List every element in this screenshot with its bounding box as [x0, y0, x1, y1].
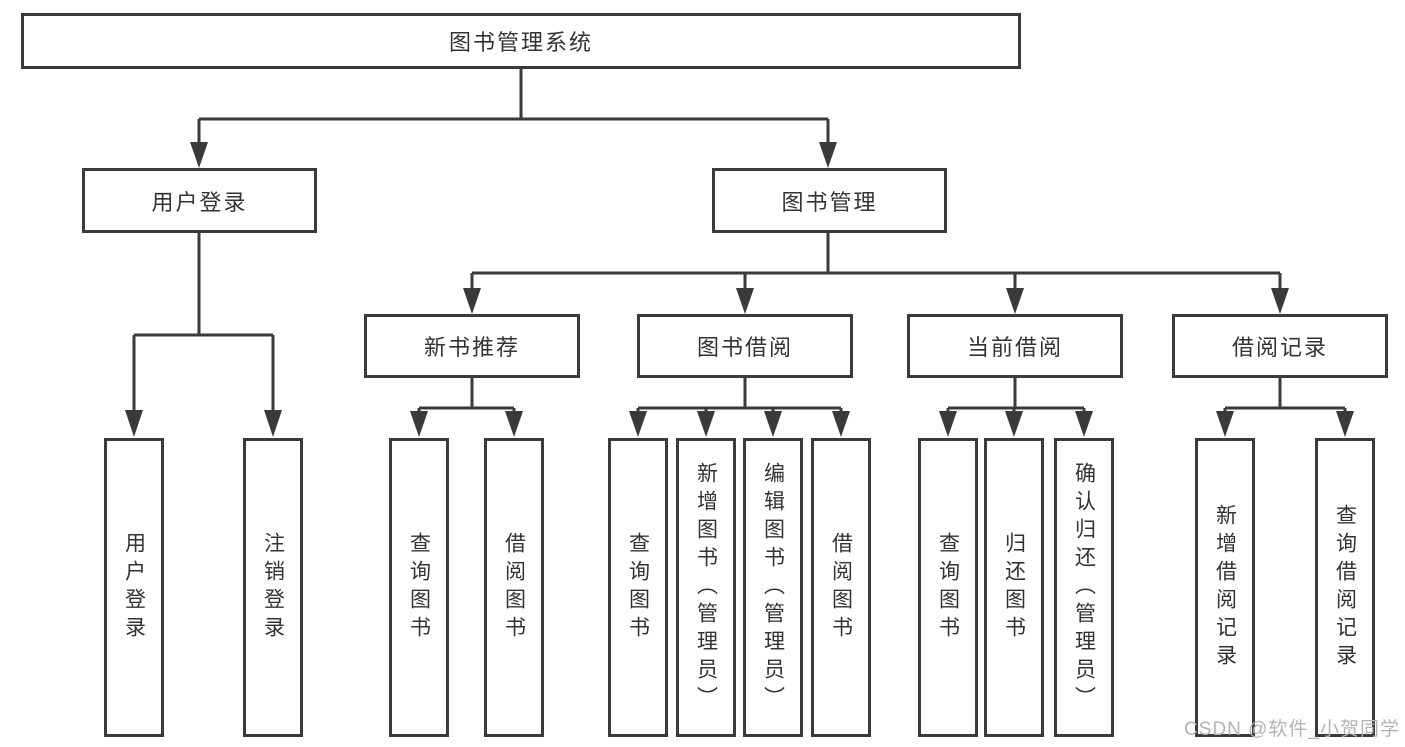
- leaf-current-confirm-return-admin: 确认归还（管理员）: [1054, 438, 1114, 737]
- csdn-watermark: CSDN @软件_小贺同学: [1184, 719, 1400, 740]
- node-book-borrow: 图书借阅: [637, 314, 853, 378]
- leaf-current-return-books: 归还图书: [984, 438, 1044, 737]
- leaf-current-query-books: 查询图书: [918, 438, 978, 737]
- connector-line: [417, 378, 516, 415]
- leaf-records-add-record: 新增借阅记录: [1195, 438, 1255, 737]
- leaf-user-login: 用户登录: [104, 438, 164, 737]
- arrowhead-down-icon: [1006, 288, 1024, 314]
- arrowhead-down-icon: [410, 411, 428, 437]
- node-borrow-records: 借阅记录: [1172, 314, 1388, 378]
- leaf-records-query-record: 查询借阅记录: [1315, 438, 1375, 737]
- connector-line: [470, 233, 1282, 292]
- arrowhead-down-icon: [764, 411, 782, 437]
- connector-line: [636, 378, 843, 415]
- leaf-borrow-edit-books-admin: 编辑图书（管理员）: [743, 438, 803, 737]
- arrowhead-down-icon: [819, 142, 837, 168]
- arrowhead-down-icon: [832, 411, 850, 437]
- connector-line: [946, 378, 1086, 415]
- connector-line: [132, 233, 275, 414]
- node-root-library-system: 图书管理系统: [21, 13, 1021, 69]
- arrowhead-down-icon: [939, 411, 957, 437]
- connector-user-login-to-children: [125, 233, 282, 437]
- arrowhead-down-icon: [1271, 288, 1289, 314]
- connector-line: [197, 69, 830, 146]
- connector-book-management-to-level3: [463, 233, 1289, 314]
- connector-book-borrow-to-children: [629, 378, 850, 437]
- arrowhead-down-icon: [264, 410, 282, 437]
- node-user-login: 用户登录: [82, 168, 317, 233]
- leaf-borrow-query-books: 查询图书: [608, 438, 668, 737]
- connector-line: [1223, 378, 1347, 415]
- arrowhead-down-icon: [629, 411, 647, 437]
- arrowhead-down-icon: [1336, 411, 1354, 437]
- arrowhead-down-icon: [1075, 411, 1093, 437]
- node-new-book-recommend: 新书推荐: [364, 314, 580, 378]
- arrowhead-down-icon: [1005, 411, 1023, 437]
- connector-borrow-records-to-children: [1216, 378, 1354, 437]
- leaf-borrow-borrow-books: 借阅图书: [811, 438, 871, 737]
- leaf-logout: 注销登录: [243, 438, 303, 737]
- connector-root-to-level2: [190, 69, 837, 168]
- arrowhead-down-icon: [736, 288, 754, 314]
- node-current-borrow: 当前借阅: [907, 314, 1123, 378]
- arrowhead-down-icon: [125, 410, 143, 437]
- arrowhead-down-icon: [190, 142, 208, 168]
- leaf-newbook-borrow-books: 借阅图书: [484, 438, 544, 737]
- arrowhead-down-icon: [1216, 411, 1234, 437]
- connector-current-borrow-to-children: [939, 378, 1093, 437]
- arrowhead-down-icon: [505, 411, 523, 437]
- connector-new-book-to-children: [410, 378, 523, 437]
- leaf-borrow-add-books-admin: 新增图书（管理员）: [676, 438, 736, 737]
- arrowhead-down-icon: [697, 411, 715, 437]
- node-book-management: 图书管理: [712, 168, 947, 233]
- leaf-newbook-query-books: 查询图书: [389, 438, 449, 737]
- arrowhead-down-icon: [463, 288, 481, 314]
